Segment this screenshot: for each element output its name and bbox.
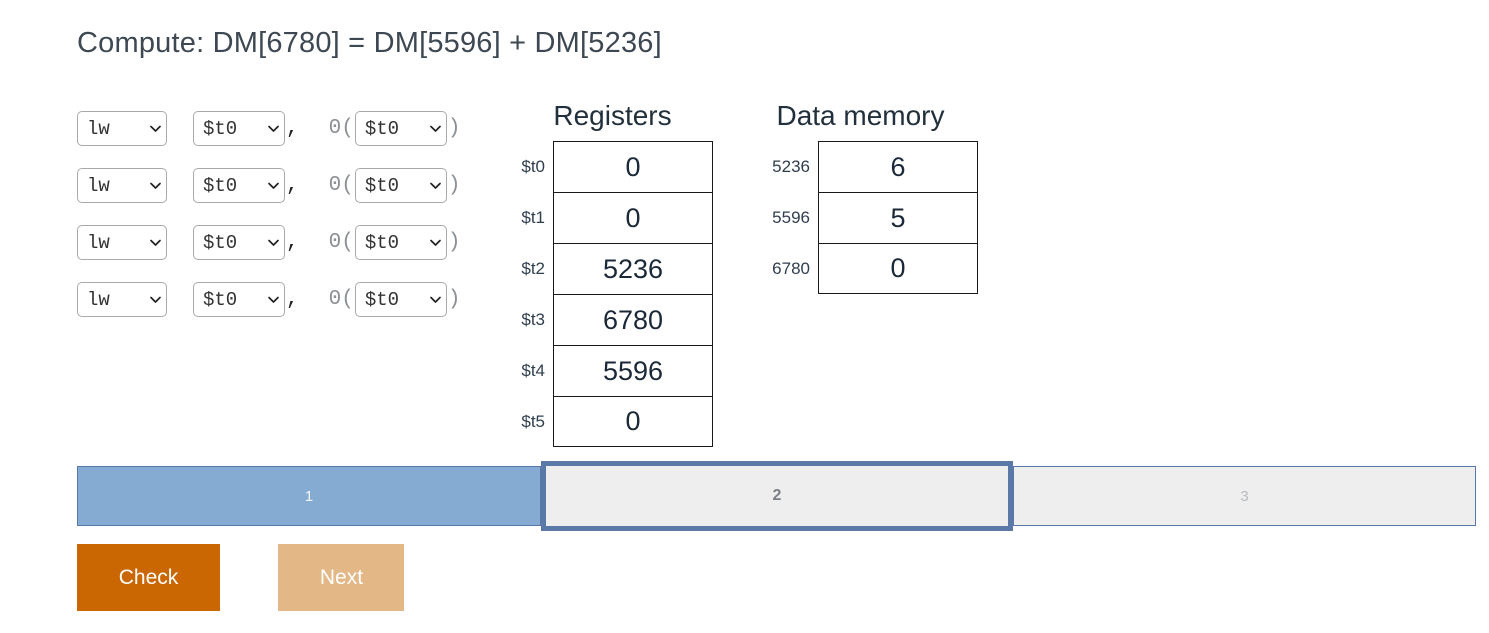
data-memory-value: 0 <box>818 243 978 294</box>
instruction-base-register-value: $t0 <box>364 231 400 254</box>
instruction-dest-register-select[interactable]: $t0 <box>193 282 285 317</box>
instruction-offset-close: ) <box>447 231 461 254</box>
instruction-base-register-select[interactable]: $t0 <box>354 168 447 203</box>
instruction-opcode-select[interactable]: lw <box>77 111 167 146</box>
register-value: 0 <box>553 396 713 447</box>
data-memory-address: 5596 <box>772 207 810 227</box>
register-value: 5236 <box>553 243 713 294</box>
instruction-offset-open: 0( <box>328 117 354 140</box>
instruction-opcode-select[interactable]: lw <box>77 225 167 260</box>
data-memory-panel: Data memory 5236 6 5596 5 6780 0 <box>748 100 978 294</box>
register-row: $t4 5596 <box>505 345 720 396</box>
chevron-down-icon <box>149 122 162 135</box>
data-memory-value: 6 <box>818 141 978 192</box>
instruction-dest-register-select[interactable]: $t0 <box>193 168 285 203</box>
data-memory-address: 6780 <box>772 258 810 278</box>
chevron-down-icon <box>267 236 280 249</box>
register-row: $t2 5236 <box>505 243 720 294</box>
data-memory-value: 5 <box>818 192 978 243</box>
data-memory-row: 5596 5 <box>748 192 978 243</box>
instruction-base-register-select[interactable]: $t0 <box>354 111 447 146</box>
instruction-offset-close: ) <box>447 117 461 140</box>
register-name: $t0 <box>521 156 545 176</box>
instruction-dest-register-select[interactable]: $t0 <box>193 111 285 146</box>
instruction-base-register-value: $t0 <box>364 174 400 197</box>
step-2[interactable]: 2 <box>541 461 1013 531</box>
action-bar: Check Next <box>77 544 405 611</box>
instruction-opcode-value: lw <box>87 231 110 254</box>
instruction-opcode-select[interactable]: lw <box>77 168 167 203</box>
instruction-base-register-select[interactable]: $t0 <box>354 225 447 260</box>
step-3[interactable]: 3 <box>1013 466 1476 526</box>
instruction-comma: , <box>286 288 299 311</box>
instruction-dest-register-select[interactable]: $t0 <box>193 225 285 260</box>
instruction-comma: , <box>286 117 299 140</box>
instruction-offset-open: 0( <box>328 231 354 254</box>
step-1[interactable]: 1 <box>77 466 541 526</box>
next-button[interactable]: Next <box>278 544 405 611</box>
chevron-down-icon <box>149 236 162 249</box>
instruction-opcode-value: lw <box>87 117 110 140</box>
instruction-row: lw $t0, 0( $t0) <box>77 214 460 271</box>
chevron-down-icon <box>267 293 280 306</box>
register-value: 5596 <box>553 345 713 396</box>
chevron-down-icon <box>429 236 442 249</box>
instruction-base-register-select[interactable]: $t0 <box>354 282 447 317</box>
instruction-offset-close: ) <box>447 288 461 311</box>
instruction-opcode-value: lw <box>87 288 110 311</box>
instruction-base-register-value: $t0 <box>364 288 400 311</box>
chevron-down-icon <box>149 179 162 192</box>
data-memory-rows: 5236 6 5596 5 6780 0 <box>748 141 978 294</box>
chevron-down-icon <box>267 179 280 192</box>
chevron-down-icon <box>429 179 442 192</box>
registers-rows: $t0 0 $t1 0 $t2 5236 $t3 6780 $t4 5596 $t5 0 <box>505 141 720 447</box>
data-memory-row: 5236 6 <box>748 141 978 192</box>
register-row: $t0 0 <box>505 141 720 192</box>
check-button[interactable]: Check <box>77 544 220 611</box>
register-name: $t3 <box>521 309 545 329</box>
instruction-row: lw $t0, 0( $t0) <box>77 157 460 214</box>
instruction-offset-close: ) <box>447 174 461 197</box>
chevron-down-icon <box>429 293 442 306</box>
register-value: 0 <box>553 141 713 192</box>
instruction-dest-register-value: $t0 <box>203 174 238 197</box>
instruction-opcode-value: lw <box>87 174 110 197</box>
instruction-offset-open: 0( <box>328 174 354 197</box>
register-row: $t1 0 <box>505 192 720 243</box>
register-name: $t5 <box>521 411 545 431</box>
instruction-row: lw $t0, 0( $t0) <box>77 100 460 157</box>
register-name: $t2 <box>521 258 545 278</box>
register-value: 6780 <box>553 294 713 345</box>
instruction-comma: , <box>286 231 299 254</box>
register-name: $t4 <box>521 360 545 380</box>
register-value: 0 <box>553 192 713 243</box>
instruction-base-register-value: $t0 <box>364 117 400 140</box>
registers-title: Registers <box>553 100 672 131</box>
register-row: $t5 0 <box>505 396 720 447</box>
instruction-offset-open: 0( <box>328 288 354 311</box>
data-memory-address: 5236 <box>772 156 810 176</box>
instruction-list: lw $t0, 0( $t0) lw $t0, 0( $t0) lw $t0, 0( $t0) lw $t… <box>77 100 460 328</box>
data-memory-title: Data memory <box>776 100 945 131</box>
instruction-comma: , <box>286 174 299 197</box>
chevron-down-icon <box>267 122 280 135</box>
instruction-dest-register-value: $t0 <box>203 288 238 311</box>
instruction-dest-register-value: $t0 <box>203 231 238 254</box>
instruction-row: lw $t0, 0( $t0) <box>77 271 460 328</box>
data-memory-row: 6780 0 <box>748 243 978 294</box>
register-name: $t1 <box>521 207 545 227</box>
chevron-down-icon <box>429 122 442 135</box>
register-row: $t3 6780 <box>505 294 720 345</box>
instruction-dest-register-value: $t0 <box>203 117 238 140</box>
chevron-down-icon <box>149 293 162 306</box>
instruction-opcode-select[interactable]: lw <box>77 282 167 317</box>
page-title: Compute: DM[6780] = DM[5596] + DM[5236] <box>77 27 662 59</box>
